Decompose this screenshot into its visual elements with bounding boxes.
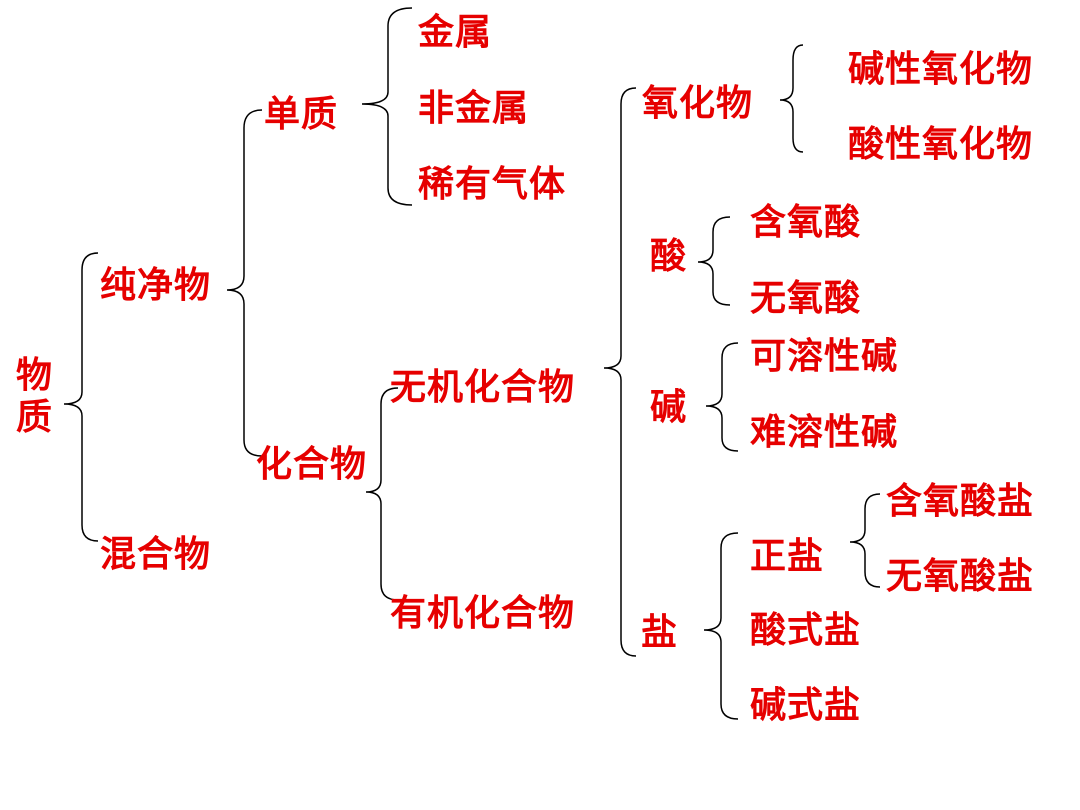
node-oxyacid: 含氧酸 <box>750 202 862 243</box>
brace-acid <box>697 216 731 306</box>
node-metal: 金属 <box>418 12 493 53</box>
node-acid: 酸 <box>650 236 688 277</box>
brace-normal-salt <box>849 493 881 588</box>
node-nonmetal: 非金属 <box>418 88 530 129</box>
brace-base <box>705 342 739 452</box>
node-matter: 物质 <box>16 355 54 438</box>
brace-oxide <box>779 44 804 153</box>
node-pure-substance: 纯净物 <box>100 265 212 306</box>
brace-inorganic <box>603 87 637 657</box>
brace-compound <box>365 387 399 601</box>
node-salt: 盐 <box>641 612 679 653</box>
node-acidic-oxide: 酸性氧化物 <box>848 124 1034 165</box>
node-oxysalt: 含氧酸盐 <box>886 481 1035 522</box>
node-insoluble-base: 难溶性碱 <box>750 412 899 453</box>
node-non-oxysalt: 无氧酸盐 <box>886 556 1035 597</box>
node-compound: 化合物 <box>256 444 368 485</box>
node-basic-oxide: 碱性氧化物 <box>848 49 1034 90</box>
brace-salt <box>703 532 739 720</box>
node-soluble-base: 可溶性碱 <box>750 336 899 377</box>
node-element: 单质 <box>264 94 339 135</box>
brace-matter <box>63 252 99 542</box>
node-inorganic-compound: 无机化合物 <box>390 367 576 408</box>
brace-pure <box>226 109 263 457</box>
node-hydracid: 无氧酸 <box>750 278 862 319</box>
node-organic-compound: 有机化合物 <box>390 593 576 634</box>
brace-element <box>361 7 413 206</box>
node-basic-salt: 碱式盐 <box>750 685 862 726</box>
node-base: 碱 <box>650 387 688 428</box>
node-mixture: 混合物 <box>100 534 212 575</box>
node-oxide: 氧化物 <box>642 83 754 124</box>
node-normal-salt: 正盐 <box>750 536 825 577</box>
node-noble-gas: 稀有气体 <box>418 164 567 205</box>
node-acid-salt: 酸式盐 <box>750 610 862 651</box>
